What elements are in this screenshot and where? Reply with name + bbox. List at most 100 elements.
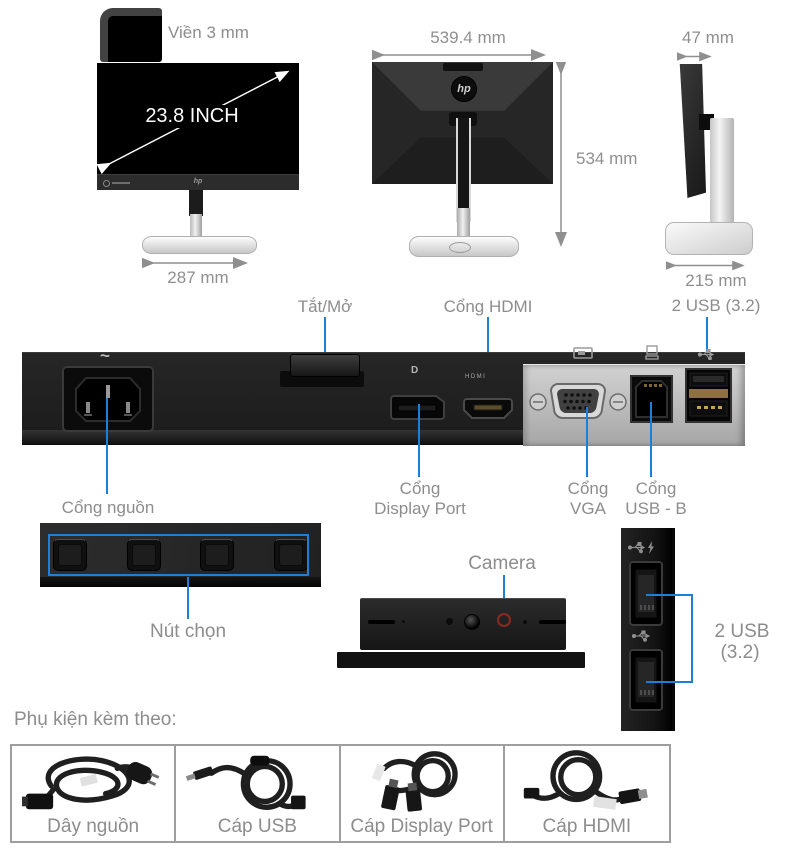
- usb-icon-2: [632, 630, 651, 642]
- camera-lens: [464, 614, 480, 630]
- osd-buttons-label: Nút chọn: [149, 621, 227, 642]
- usb-b-port: [630, 375, 673, 423]
- rear-usb-count-label: 2 USB (3.2): [671, 296, 761, 315]
- front-stand-neck: [189, 190, 203, 216]
- accessory-label: Dây nguồn: [47, 816, 140, 838]
- camera-dot-small: [402, 620, 405, 623]
- osd-highlight-box: [48, 534, 309, 576]
- camera-leader-line: [503, 575, 505, 612]
- eye-ease-badge: [103, 180, 133, 187]
- usb-b-label-line2: USB - B: [625, 499, 687, 518]
- side-depth-arrow: [677, 51, 712, 62]
- ir-sensor-dot: [446, 618, 453, 625]
- hdmi-port: [463, 398, 513, 419]
- ac-symbol: ~: [100, 346, 110, 365]
- back-width-arrow: [372, 49, 546, 61]
- displayport-port: [390, 395, 445, 420]
- usb-b-icon: [645, 345, 659, 360]
- mic-dot: [523, 620, 527, 624]
- front-width-arrow: [142, 257, 248, 269]
- power-inlet-port: [62, 366, 154, 432]
- dp-cable-image: [371, 751, 458, 812]
- vga-label-line1: Cổng: [567, 479, 609, 498]
- side-usb-label-line2: (3.2): [720, 642, 760, 663]
- camera-highlight-ring: [497, 613, 511, 627]
- hdmi-callout-label: Cổng HDMI: [443, 297, 533, 316]
- displayport-label-line1: Cổng: [399, 479, 441, 498]
- power-cord-image: [22, 756, 160, 810]
- osd-button-1: [53, 539, 87, 571]
- hdmi-port-marking: HDMI: [465, 374, 487, 380]
- base-hole: [449, 242, 471, 253]
- back-hp-logo: hp: [451, 76, 477, 102]
- accessories-title: Phụ kiện kèm theo:: [14, 709, 177, 730]
- back-stand-base: [409, 236, 519, 257]
- side-stand-column: [710, 118, 734, 238]
- side-usb-port-2: [629, 649, 663, 711]
- usb-a-double-port: [685, 368, 732, 423]
- side-base-depth-label: 215 mm: [685, 271, 747, 290]
- vga-label-line2: VGA: [570, 499, 606, 518]
- osd-button-2: [127, 539, 161, 571]
- front-screen: 23.8 INCH: [97, 63, 299, 174]
- front-stand-neck-lower: [190, 214, 202, 238]
- side-usb-bracket-vertical: [691, 594, 693, 683]
- displayport-leader-line: [418, 404, 420, 477]
- camera-label: Camera: [468, 553, 536, 574]
- accessory-label: Cáp HDMI: [542, 816, 632, 838]
- accessory-cell-dp-cable: Cáp Display Port: [341, 746, 505, 841]
- back-stand-neck-lower: [457, 208, 470, 238]
- bezel-corner-icon: [100, 8, 162, 62]
- osd-leader-line: [187, 577, 189, 619]
- osd-strip-bottom-edge: [40, 577, 321, 587]
- side-stand-base: [665, 222, 753, 255]
- camera-left-slot: [368, 620, 395, 624]
- usb-b-label-line1: Cổng: [635, 479, 677, 498]
- usb-charging-icon: [628, 541, 654, 554]
- vga-monitor-icon: [573, 347, 593, 359]
- accessory-label: Cáp Display Port: [350, 816, 493, 838]
- accessory-label: Cáp USB: [217, 816, 297, 838]
- power-button: [290, 354, 360, 377]
- vga-port: [529, 383, 627, 419]
- osd-button-3: [200, 539, 234, 571]
- monitor-side-panel: [679, 64, 706, 198]
- monitor-front-view: 23.8 INCH hp: [97, 63, 299, 190]
- displayport-label-line2: Display Port: [374, 499, 466, 518]
- accessory-cell-usb-cable: Cáp USB: [176, 746, 341, 841]
- front-bottom-bezel: hp: [97, 174, 299, 190]
- front-hp-logo: hp: [193, 178, 203, 185]
- side-usb-port-1: [629, 561, 663, 626]
- accessory-cell-power-cord: Dây nguồn: [12, 746, 177, 841]
- front-stand-base: [142, 236, 257, 254]
- accessories-table: Dây nguồn Cáp USB: [10, 744, 671, 843]
- accessory-cell-hdmi-cable: Cáp HDMI: [505, 746, 669, 841]
- side-usb-label-line1: 2 USB: [714, 621, 770, 642]
- back-camera-bump: [443, 63, 483, 71]
- side-base-arrow: [666, 260, 745, 271]
- power-port-label: Cổng nguồn: [61, 498, 155, 517]
- hdmi-cable-image: [523, 750, 648, 810]
- back-height-arrow: [555, 62, 567, 247]
- camera-bar-base: [337, 652, 585, 668]
- bezel-size-label: Viền 3 mm: [168, 23, 249, 42]
- usb-icon: [698, 349, 715, 360]
- back-stand-neck: [456, 118, 471, 222]
- side-usb-bracket-bottom: [646, 681, 693, 683]
- usb-b-leader-line: [650, 402, 652, 477]
- osd-button-4: [274, 539, 308, 571]
- power-toggle-leader-line: [324, 317, 326, 369]
- back-width-label: 539.4 mm: [430, 28, 506, 47]
- displayport-logo-icon: D: [411, 365, 419, 376]
- power-port-leader-line: [106, 398, 108, 494]
- diagonal-size-label: 23.8 INCH: [140, 105, 244, 128]
- vga-leader-line: [586, 407, 588, 477]
- side-depth-label: 47 mm: [682, 28, 734, 47]
- side-usb-bracket-top: [646, 594, 693, 596]
- power-toggle-label: Tắt/Mở: [297, 297, 353, 316]
- camera-right-slot: [539, 620, 566, 624]
- front-width-label: 287 mm: [167, 268, 229, 287]
- usb-cable-image: [186, 755, 306, 810]
- camera-bar: [360, 598, 566, 650]
